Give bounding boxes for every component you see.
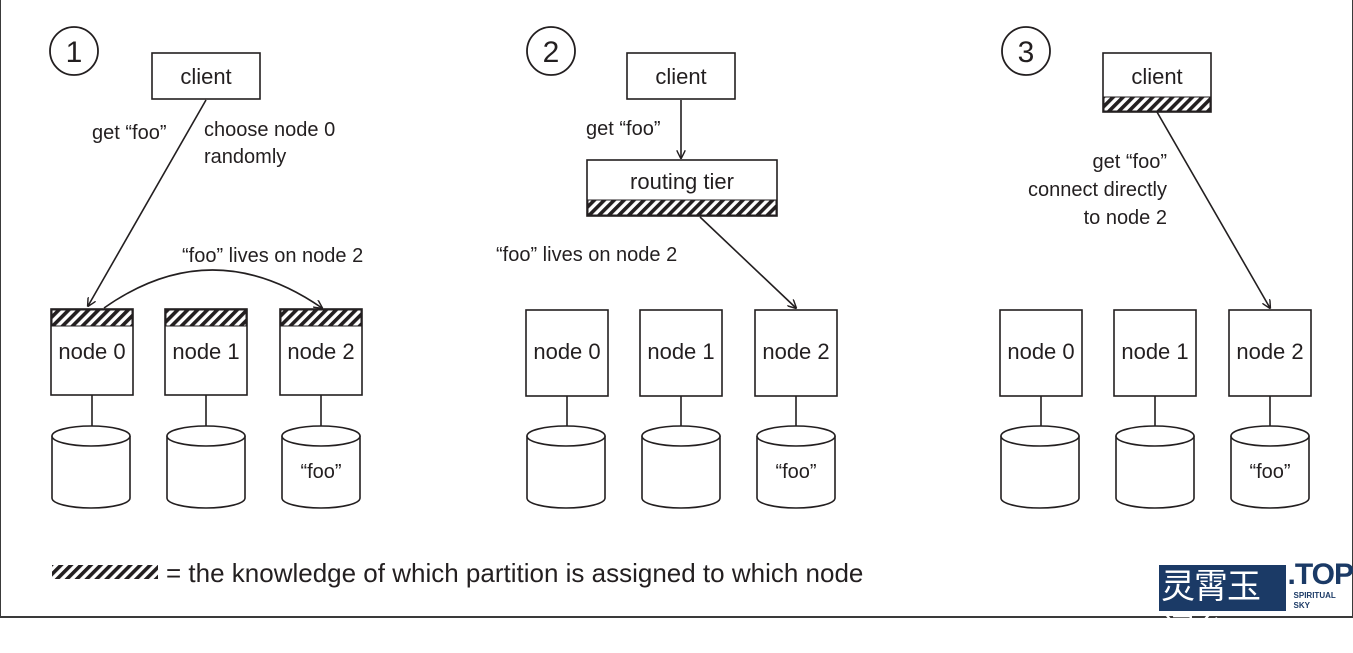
node-label: node 1 [172, 339, 239, 364]
node-2: node 2 [1228, 309, 1312, 397]
disk-0 [1000, 425, 1080, 509]
panel-2: 2 client get “foo” routing tier “foo” li… [496, 26, 838, 509]
panel-number: 1 [66, 36, 83, 69]
disk-label: “foo” [775, 461, 816, 483]
forward-label: “foo” lives on node 2 [182, 245, 363, 267]
disk-label: “foo” [1249, 461, 1290, 483]
node-1: node 1 [1113, 309, 1197, 397]
connect-directly-label: connect directly [1028, 179, 1167, 201]
request-arrow [88, 99, 207, 306]
client-label: client [180, 64, 231, 89]
client-box: client [626, 52, 736, 100]
watermark-sub-text: SPIRITUAL SKY [1293, 591, 1336, 610]
node-1: node 1 [164, 308, 248, 396]
panel-3: 3 client get “foo” connect directly to n… [999, 26, 1312, 509]
routing-tier-box: routing tier [586, 159, 778, 217]
request-label: get “foo” [1093, 151, 1167, 173]
choose-node-label-2: randomly [204, 146, 286, 168]
legend: = the knowledge of which partition is as… [52, 558, 863, 588]
partition-knowledge-hatch [1103, 96, 1211, 112]
request-routing-diagram: 1 client get “foo” choose node 0 randoml… [49, 26, 1312, 588]
legend-hatch-swatch [52, 565, 158, 579]
watermark-cn-text: 灵霄玉阙台 [1159, 565, 1286, 651]
node-label: node 2 [287, 339, 354, 364]
disk-1 [1115, 425, 1195, 509]
node-label: node 0 [58, 339, 125, 364]
watermark-top-text: .TOP [1287, 558, 1353, 591]
node-0: node 0 [525, 309, 609, 397]
request-label: get “foo” [92, 122, 166, 144]
node-0: node 0 [50, 308, 134, 396]
node-label: node 2 [762, 339, 829, 364]
node-label: node 0 [1007, 339, 1074, 364]
partition-knowledge-hatch [51, 309, 133, 327]
partition-knowledge-hatch [587, 199, 777, 216]
disk-1 [641, 425, 721, 509]
forward-arrow [699, 216, 796, 308]
routing-tier-label: routing tier [630, 169, 734, 194]
partition-knowledge-hatch [165, 309, 247, 327]
client-label: client [655, 64, 706, 89]
node-0: node 0 [999, 309, 1083, 397]
request-label: get “foo” [586, 118, 660, 140]
partition-knowledge-hatch [280, 309, 362, 327]
disk-2: “foo” [756, 425, 836, 509]
client-box: client [151, 52, 261, 100]
disk-label: “foo” [300, 461, 341, 483]
panel-1: 1 client get “foo” choose node 0 randoml… [49, 26, 363, 509]
disk-2: “foo” [281, 425, 361, 509]
node-label: node 1 [1121, 339, 1188, 364]
node-2: node 2 [279, 308, 363, 396]
forward-arrow [103, 269, 322, 308]
node-2: node 2 [754, 309, 838, 397]
connect-directly-label-2: to node 2 [1084, 207, 1167, 229]
node-1: node 1 [639, 309, 723, 397]
disk-0 [51, 425, 131, 509]
disk-2: “foo” [1230, 425, 1310, 509]
panel-1-number-badge: 1 [49, 26, 99, 76]
disk-0 [526, 425, 606, 509]
client-box: client [1102, 52, 1212, 113]
choose-node-label: choose node 0 [204, 119, 335, 141]
disk-1 [166, 425, 246, 509]
panel-3-number-badge: 3 [1001, 26, 1051, 76]
forward-label: “foo” lives on node 2 [496, 244, 677, 266]
node-label: node 0 [533, 339, 600, 364]
direct-request-arrow [1156, 111, 1270, 308]
node-label: node 2 [1236, 339, 1303, 364]
panel-number: 3 [1018, 36, 1035, 69]
panel-2-number-badge: 2 [526, 26, 576, 76]
legend-text: = the knowledge of which partition is as… [166, 558, 863, 588]
watermark-logo: 灵霄玉阙台 .TOP SPIRITUAL SKY [1159, 559, 1353, 651]
node-label: node 1 [647, 339, 714, 364]
panel-number: 2 [543, 36, 560, 69]
client-label: client [1131, 64, 1182, 89]
